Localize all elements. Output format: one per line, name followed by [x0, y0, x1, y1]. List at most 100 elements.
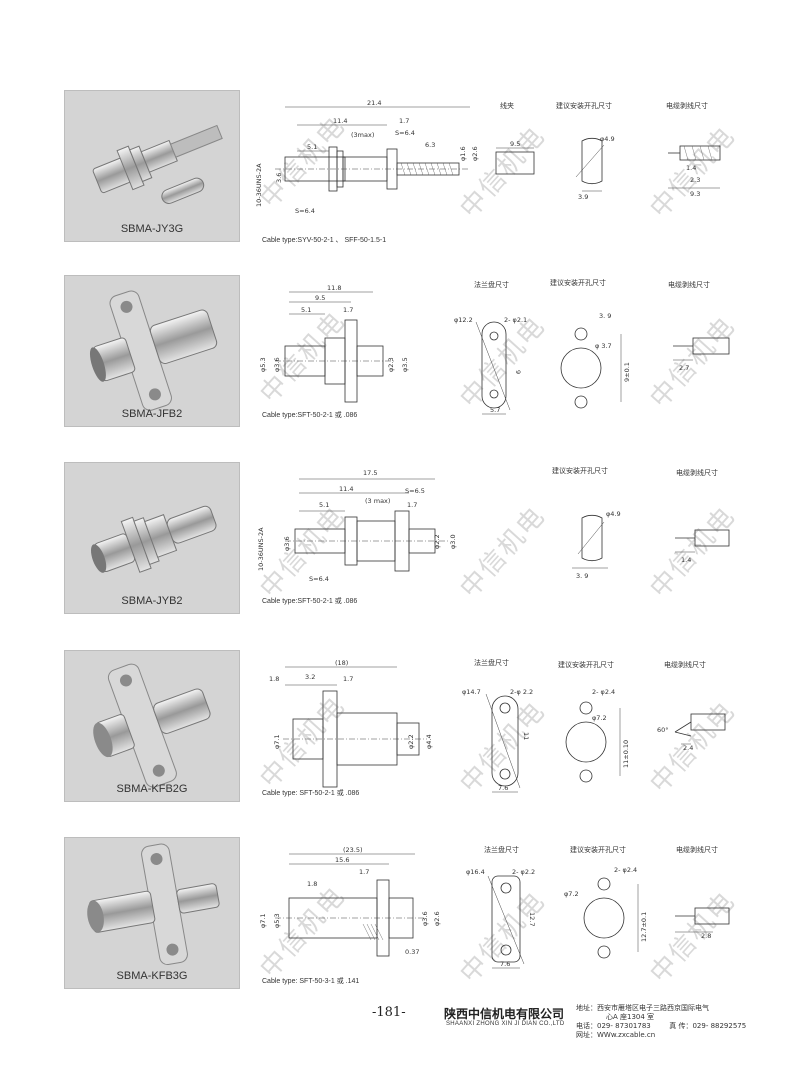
address: 西安市雁塔区电子三路西京国际电气 [597, 1004, 709, 1012]
svg-text:11.4: 11.4 [339, 485, 353, 493]
svg-text:φ12.2: φ12.2 [454, 316, 473, 324]
svg-text:10-36UNS-2A: 10-36UNS-2A [257, 527, 265, 571]
svg-text:5.1: 5.1 [301, 306, 311, 314]
svg-text:φ1.6: φ1.6 [459, 146, 467, 161]
connector-illustration [92, 124, 223, 204]
svg-text:60°: 60° [657, 726, 669, 734]
flange-drawing: φ14.7 2-φ 2.2 11 7.6 [462, 688, 533, 793]
section-header: 建议安装开孔尺寸 [550, 279, 606, 287]
svg-text:φ3.6: φ3.6 [273, 357, 281, 372]
section-header: 电缆剥线尺寸 [676, 846, 718, 854]
svg-text:1.4: 1.4 [686, 164, 696, 172]
section-header: 电缆剥线尺寸 [676, 469, 718, 477]
svg-text:(23.5): (23.5) [343, 846, 363, 854]
flange-drawing: φ16.4 2- φ2.2 12.7 7.6 [466, 868, 536, 969]
svg-text:φ5.3: φ5.3 [259, 357, 267, 372]
svg-text:φ2.2: φ2.2 [407, 734, 415, 749]
svg-text:1.7: 1.7 [343, 306, 353, 314]
section-header: 电缆剥线尺寸 [664, 661, 706, 669]
dimension-drawing: 21.4 11.4 (3max) 1.7 S=6.4 5.1 6.3 10-36… [255, 99, 479, 215]
svg-text:9.5: 9.5 [510, 140, 520, 148]
svg-text:1.7: 1.7 [343, 675, 353, 683]
svg-text:15.6: 15.6 [335, 856, 349, 864]
svg-text:(3 max): (3 max) [365, 497, 390, 505]
connector-illustration [90, 505, 217, 573]
website[interactable]: WWw.zxcable.cn [597, 1031, 656, 1039]
section-header: 电缆剥线尺寸 [668, 281, 710, 289]
svg-text:φ16.4: φ16.4 [466, 868, 485, 876]
web-label: 网址： [576, 1031, 597, 1039]
model-label: SBMA-KFB3G [116, 970, 188, 982]
address-line: 地址：西安市雁塔区电子三路西京国际电气 [576, 1003, 709, 1013]
svg-text:3.9: 3.9 [578, 193, 588, 201]
svg-text:φ7.2: φ7.2 [592, 714, 607, 722]
mounting-hole-drawing: φ4.9 3. 9 [572, 510, 621, 580]
svg-text:6.3: 6.3 [425, 141, 435, 149]
section-header: 建议安装开孔尺寸 [552, 467, 608, 475]
company-name: 陕西中信机电有限公司 [444, 1007, 565, 1021]
cable-strip-drawing: 1.4 [675, 529, 730, 564]
svg-text:11.8: 11.8 [327, 284, 341, 292]
model-label: SBMA-JYB2 [121, 595, 183, 607]
svg-text:2.3: 2.3 [690, 176, 700, 184]
svg-text:1.7: 1.7 [359, 868, 369, 876]
svg-text:φ7.1: φ7.1 [259, 913, 267, 928]
svg-text:2.7: 2.7 [679, 364, 689, 372]
phone-line: 电话：029- 87301783 真 传：029- 88292575 [576, 1021, 746, 1031]
svg-text:12.7±0.1: 12.7±0.1 [640, 912, 648, 942]
svg-text:φ2.3: φ2.3 [387, 357, 395, 372]
mounting-hole-drawing: φ4.9 3.9 [575, 135, 615, 201]
svg-text:φ4.9: φ4.9 [600, 135, 615, 143]
dimension-drawing: (18) 1.8 3.2 1.7 φ7.1 φ2.2 φ4.4 [269, 659, 433, 788]
model-label: SBMA-JY3G [120, 223, 184, 235]
cable-type: Cable type:SFT-50-2-1 或 .086 [262, 412, 358, 419]
svg-text:1.4: 1.4 [681, 556, 691, 564]
section-header: 电缆剥线尺寸 [666, 102, 708, 110]
svg-text:φ7.1: φ7.1 [273, 734, 281, 749]
svg-text:1.7: 1.7 [407, 501, 417, 509]
svg-text:φ14.7: φ14.7 [462, 688, 481, 696]
section-header: 建议安装开孔尺寸 [556, 102, 612, 110]
svg-text:φ4.4: φ4.4 [425, 734, 433, 749]
svg-text:φ3.0: φ3.0 [449, 534, 457, 549]
svg-text:φ7.2: φ7.2 [564, 890, 579, 898]
svg-text:1.8: 1.8 [307, 880, 317, 888]
svg-text:3. 9: 3. 9 [576, 572, 588, 580]
svg-text:2.8: 2.8 [701, 932, 711, 940]
svg-text:10-36UNS-2A: 10-36UNS-2A [255, 163, 263, 207]
section-header: 法兰盘尺寸 [484, 846, 519, 854]
svg-text:5.1: 5.1 [319, 501, 329, 509]
section-header: 建议安装开孔尺寸 [558, 661, 614, 669]
mounting-hole-drawing: 2- φ2.4 φ7.2 12.7±0.1 [564, 866, 648, 959]
cable-type: Cable type:SYV-50-2-1 、 SFF-50-1.5-1 [262, 237, 387, 244]
svg-text:2- φ2.2: 2- φ2.2 [512, 868, 535, 876]
svg-text:2.4: 2.4 [683, 744, 693, 752]
svg-text:17.5: 17.5 [363, 469, 377, 477]
company-name-en: SHAANXI ZHONG XIN JI DIAN CO.,LTD [446, 1021, 565, 1027]
svg-text:1.7: 1.7 [399, 117, 409, 125]
svg-text:S=6.4: S=6.4 [395, 129, 415, 137]
section-header: 法兰盘尺寸 [474, 281, 509, 289]
svg-text:7.6: 7.6 [500, 960, 510, 968]
svg-text:φ3.6: φ3.6 [283, 536, 291, 551]
model-label: SBMA-JFB2 [121, 408, 183, 420]
svg-text:φ2.2: φ2.2 [433, 534, 441, 549]
cable-type: Cable type: SFT-50-3-1 或 .141 [262, 978, 360, 985]
cable-type: Cable type: SFT-50-2-1 或 .086 [262, 790, 360, 797]
svg-text:11.4: 11.4 [333, 117, 347, 125]
svg-text:12.7: 12.7 [528, 912, 536, 926]
svg-text:7.6: 7.6 [498, 784, 508, 792]
product-photo: SBMA-KFB3G [64, 837, 240, 989]
svg-text:(3max): (3max) [351, 131, 374, 139]
section-header: 线夹 [500, 102, 514, 110]
cable-strip-drawing: 2.7 [673, 337, 730, 372]
svg-text:φ3.6: φ3.6 [421, 911, 429, 926]
phone: 029- 87301783 [597, 1022, 651, 1030]
connector-illustration [89, 290, 218, 411]
product-photo: SBMA-JFB2 [64, 275, 240, 427]
address-line-2: 心A 座1304 室 [606, 1012, 654, 1022]
svg-text:3.6: 3.6 [275, 173, 283, 183]
model-label: SBMA-KFB2G [116, 783, 188, 795]
svg-text:5.7: 5.7 [490, 406, 500, 414]
svg-text:φ 3.7: φ 3.7 [595, 342, 612, 350]
